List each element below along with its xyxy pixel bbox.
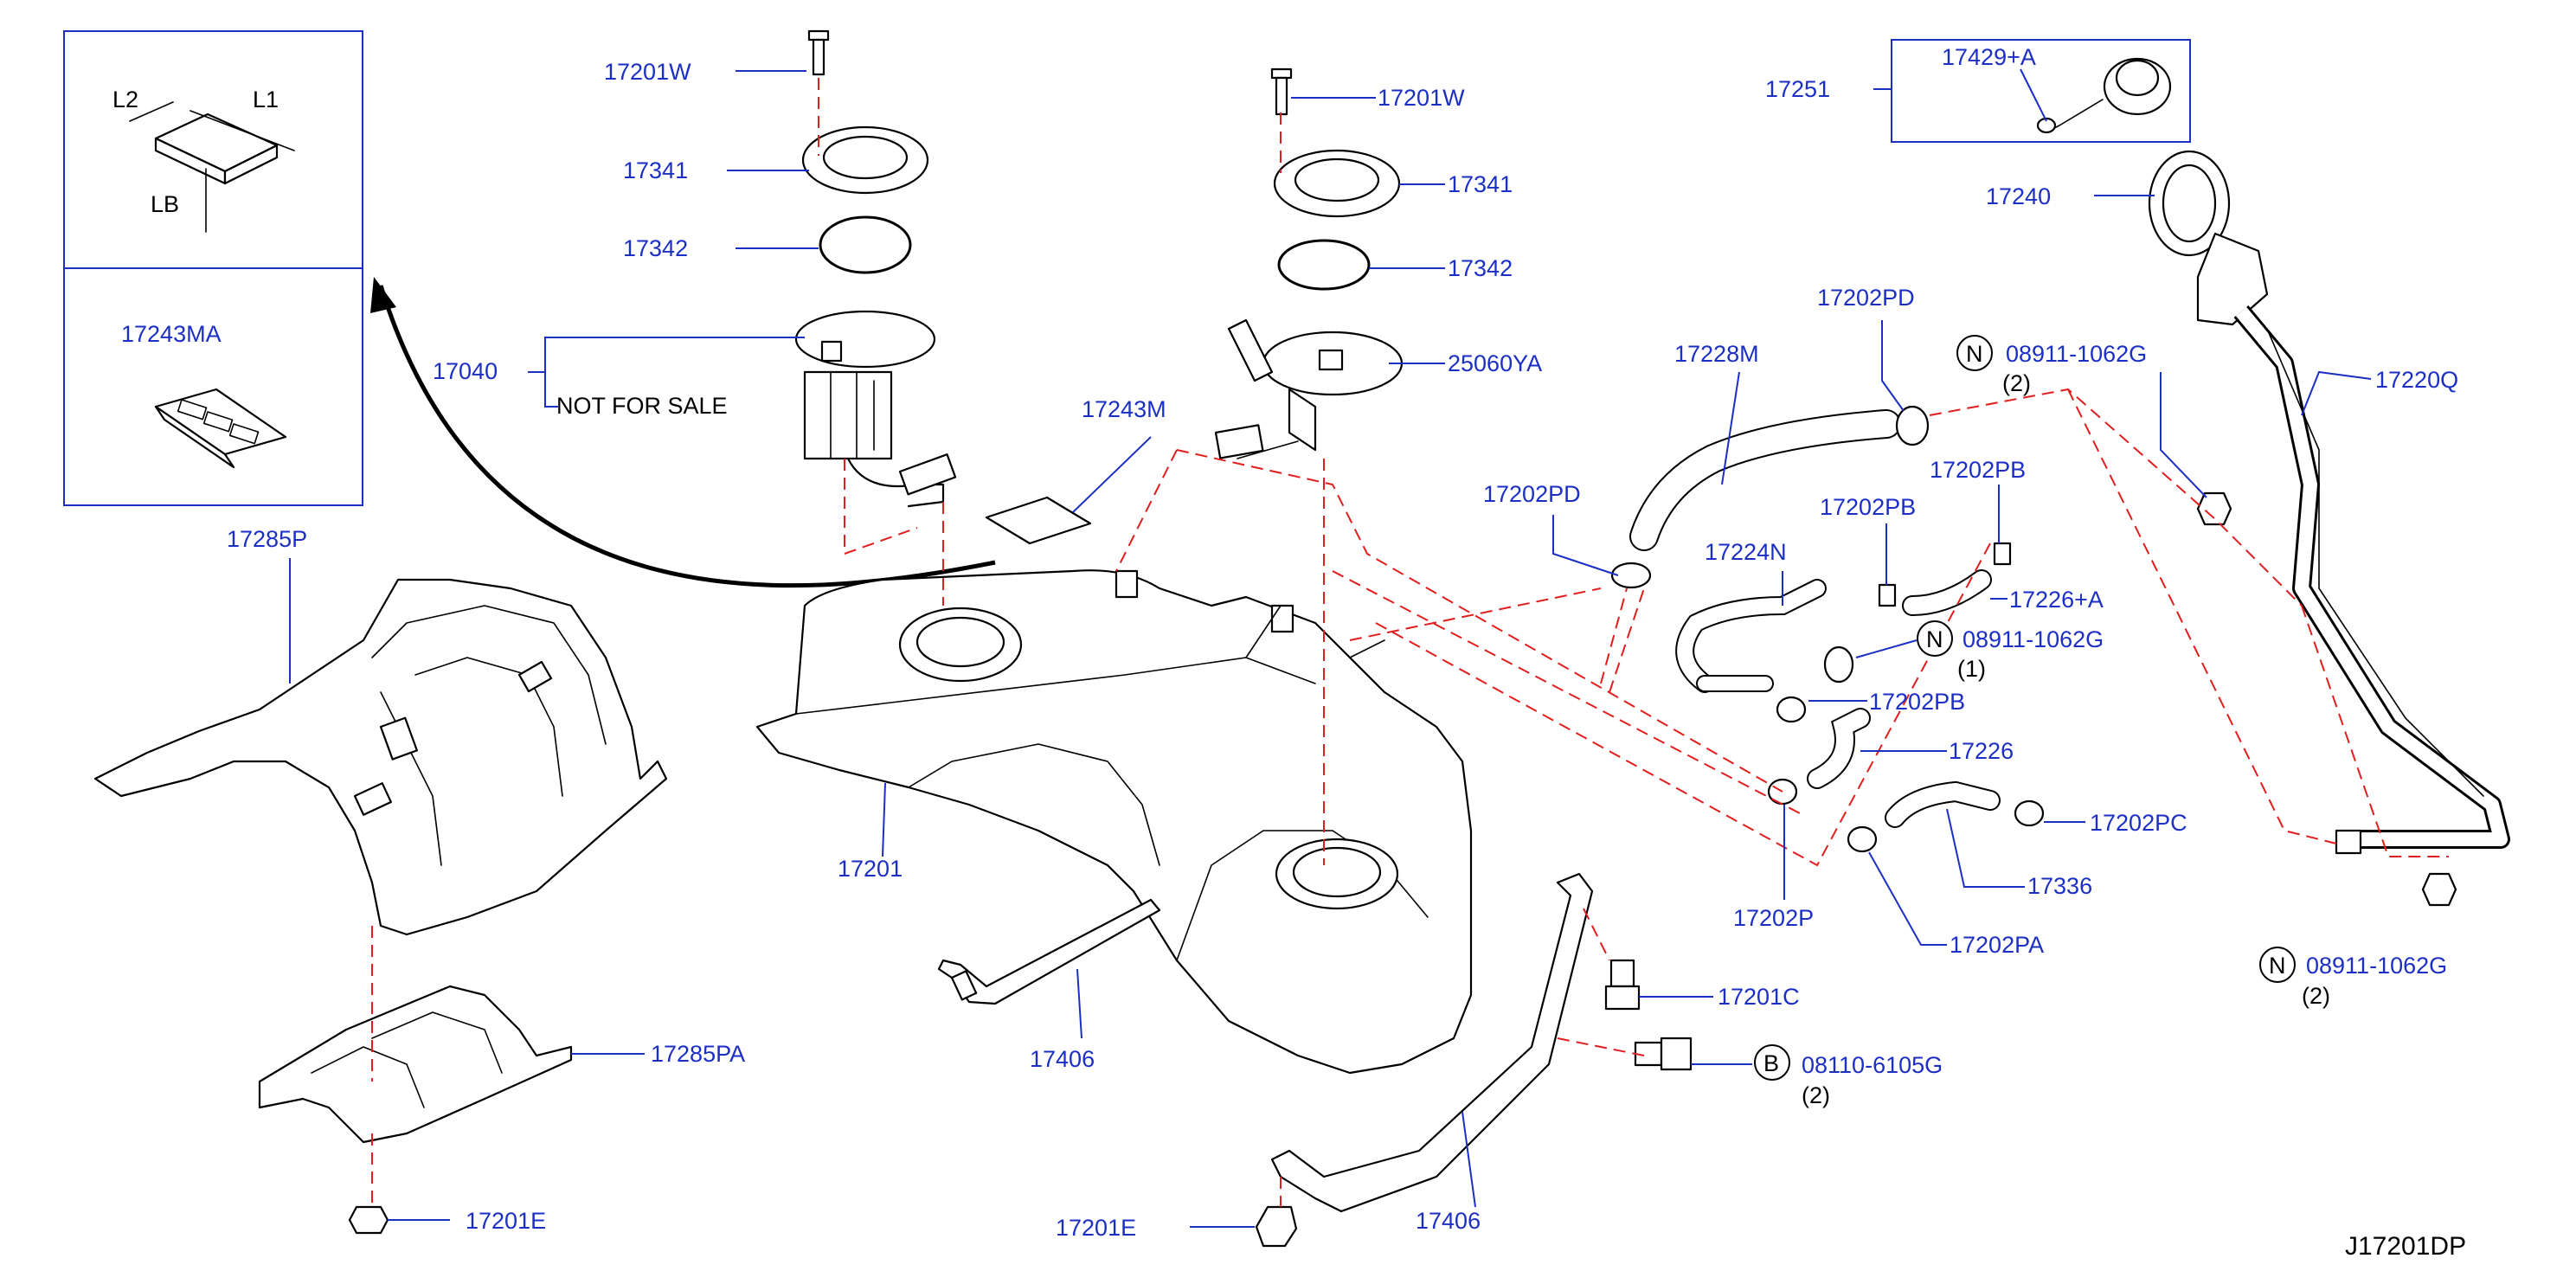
label-17406-b: 17406 [1416,1208,1481,1234]
label-17226A: 17226+A [2009,587,2104,613]
label-17201E-a: 17201E [466,1208,546,1234]
diagram-code: J17201DP [2345,1232,2466,1261]
part-17202PB-c [1776,696,1807,723]
part-17240 [2148,150,2231,257]
circle-n-letter-b: N [1966,341,1983,367]
part-17201W-a [807,29,830,76]
part-08911-b-nut [2196,491,2232,526]
label-08911-1062G-c: 08911-1062G [2306,953,2447,979]
label-17202PD-b: 17202PD [1483,481,1581,507]
circle-n-08911-b: N [1956,335,1993,371]
label-17429A: 17429+A [1942,44,2036,70]
part-17429A [2036,57,2172,134]
label-17342-a: 17342 [623,235,688,261]
note-not-for-sale: NOT FOR SALE [556,393,728,419]
part-08911-a-nut [1823,645,1854,684]
label-08911-1062G-a: 08911-1062G [1963,626,2104,652]
part-17341-a [801,125,929,195]
label-17341-a: 17341 [623,157,688,183]
label-17228M: 17228M [1674,341,1759,367]
part-17202PC [2014,799,2045,827]
part-17342-a [819,215,912,274]
label-17243M: 17243M [1082,396,1166,422]
label-17220Q: 17220Q [2375,367,2458,393]
part-17201E-b [1255,1205,1298,1248]
part-17040 [794,310,957,508]
circle-n-08911-a: N [1917,620,1953,657]
part-17220Q [2196,232,2510,855]
label-17202P: 17202P [1733,905,1814,931]
label-17201: 17201 [838,856,903,882]
part-17201C [1604,959,1641,1011]
part-17202PB-a [1878,583,1897,607]
part-17226 [1807,708,1871,789]
qty-08911-b: (2) [2002,370,2031,396]
label-17341-b: 17341 [1448,171,1513,197]
circle-n-letter-c: N [2269,953,2286,979]
part-17285P [93,578,668,936]
part-17341-b [1273,149,1401,218]
dimension-inset: L2 L1 LB [112,87,295,233]
part-17251-box [1891,39,2191,143]
part-17342-b [1277,239,1371,291]
label-17251: 17251 [1765,76,1830,102]
label-17202PC: 17202PC [2090,810,2187,836]
label-17240: 17240 [1986,183,2051,209]
circle-n-letter-a: N [1926,626,1943,652]
part-17201-fuel-tank [755,569,1473,1075]
part-17202PA [1847,825,1878,853]
label-17336: 17336 [2027,873,2092,899]
label-17224N: 17224N [1705,539,1787,565]
part-08110-6105G [1634,1037,1693,1071]
label-17202PB-b: 17202PB [1930,457,2026,483]
part-17285PA [258,985,573,1144]
label-17202PB-a: 17202PB [1820,494,1916,520]
dim-l2: L2 [112,87,138,112]
label-17202PB-c: 17202PB [1869,689,1965,715]
part-17201W-b [1270,67,1293,116]
label-17201C: 17201C [1718,984,1800,1010]
label-17202PD-a: 17202PD [1817,285,1915,311]
label-08110-6105G: 08110-6105G [1802,1052,1943,1078]
label-17406-a: 17406 [1030,1046,1095,1072]
part-17201E-a [348,1205,389,1235]
inset-box [63,30,363,506]
qty-08911-a: (1) [1957,656,1986,682]
label-17285PA: 17285PA [651,1041,745,1067]
part-08911-c-nut [2421,872,2457,907]
part-17228M [1629,409,1901,551]
label-17201W-b: 17201W [1378,85,1465,111]
circle-b-letter: B [1763,1050,1779,1076]
part-17336 [1885,780,2001,828]
circle-b-08110: B [1754,1044,1790,1081]
label-25060YA: 25060YA [1448,350,1542,376]
label-17285P: 17285P [227,526,307,552]
label-17243MA: 17243MA [121,321,222,347]
part-17226A [1902,569,1992,616]
label-17226: 17226 [1949,738,2014,764]
leader-lines [289,68,2372,1228]
part-17243M [985,496,1092,545]
part-17202PD-b [1610,562,1652,589]
circle-n-08911-c: N [2259,947,2296,983]
label-17201E-b: 17201E [1056,1215,1136,1241]
part-25060YA [1214,318,1404,459]
dim-lb: LB [151,191,179,217]
label-08911-1062G-b: 08911-1062G [2006,341,2147,367]
dim-l1: L1 [253,87,279,112]
qty-08110: (2) [1802,1082,1830,1108]
label-17202PA: 17202PA [1950,932,2044,958]
part-17202PB-b [1993,542,2012,566]
label-17342-b: 17342 [1448,255,1513,281]
qty-08911-c: (2) [2302,983,2330,1009]
part-17202PD-a [1895,405,1930,446]
part-17224N [1675,579,1827,693]
part-17406-a [937,898,1161,1005]
arrow-head [370,277,396,313]
label-17201W-a: 17201W [604,59,691,85]
part-17243MA [154,388,287,469]
label-17040: 17040 [433,358,498,384]
